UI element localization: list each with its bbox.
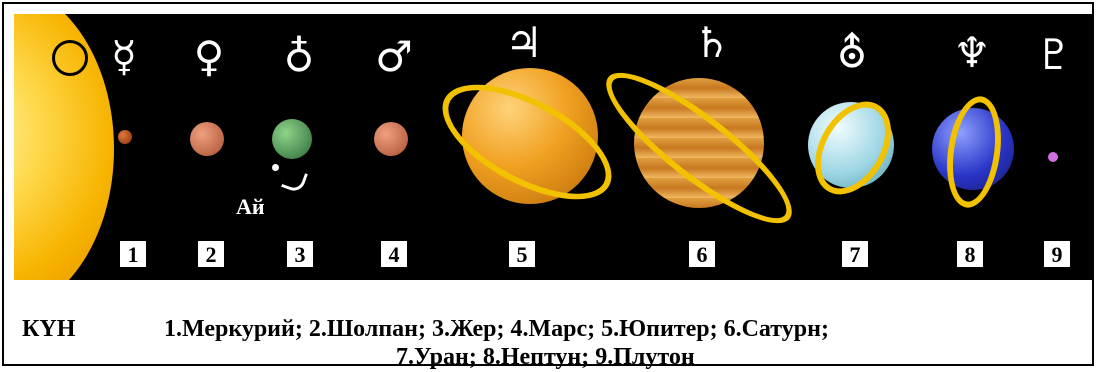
moon-label: Ай xyxy=(236,194,265,219)
planet-number-4: 4 xyxy=(381,241,407,267)
venus-symbol-icon: ♀ xyxy=(193,32,225,81)
planet-number-9: 9 xyxy=(1044,241,1070,267)
pluto xyxy=(1048,152,1058,162)
mars-symbol-icon: ♂ xyxy=(375,32,413,81)
uranus-symbol-icon: ⛢ xyxy=(836,28,868,77)
venus xyxy=(190,122,224,156)
uranus xyxy=(808,102,894,188)
planet-number-1: 1 xyxy=(120,241,146,267)
space-illustration: ☿ ♀ ♁ ♂ ♃ ♄ ⛢ ♆ ♇ Ай 1 2 3 4 5 6 7 8 9 xyxy=(14,14,1092,280)
jupiter xyxy=(462,68,598,204)
mercury xyxy=(118,130,132,144)
earth-symbol-icon: ♁ xyxy=(283,32,315,81)
earth xyxy=(272,119,312,159)
planet-number-5: 5 xyxy=(509,241,535,267)
neptune-ring xyxy=(940,92,1008,212)
caption-line-1: 1.Меркурий; 2.Шолпан; 3.Жер; 4.Марс; 5.Ю… xyxy=(164,316,829,342)
saturn xyxy=(634,78,764,208)
planet-number-3: 3 xyxy=(287,241,313,267)
planet-number-6: 6 xyxy=(689,241,715,267)
neptune-symbol-icon: ♆ xyxy=(953,28,991,77)
planet-number-8: 8 xyxy=(957,241,983,267)
mars xyxy=(374,122,408,156)
jupiter-symbol-icon: ♃ xyxy=(505,18,543,67)
mercury-symbol-icon: ☿ xyxy=(111,32,137,81)
neptune xyxy=(932,108,1014,190)
saturn-symbol-icon: ♄ xyxy=(693,18,731,67)
pluto-symbol-icon: ♇ xyxy=(1035,30,1073,79)
planet-number-7: 7 xyxy=(842,241,868,267)
planet-number-2: 2 xyxy=(198,241,224,267)
caption-sun-label: КҮН xyxy=(22,316,76,342)
sun-symbol-icon xyxy=(52,40,88,76)
moon xyxy=(272,164,279,171)
caption-line-2: 7.Уран; 8.Нептун; 9.Плутон xyxy=(396,344,695,370)
moon-orbit-arrow-icon xyxy=(281,167,308,194)
